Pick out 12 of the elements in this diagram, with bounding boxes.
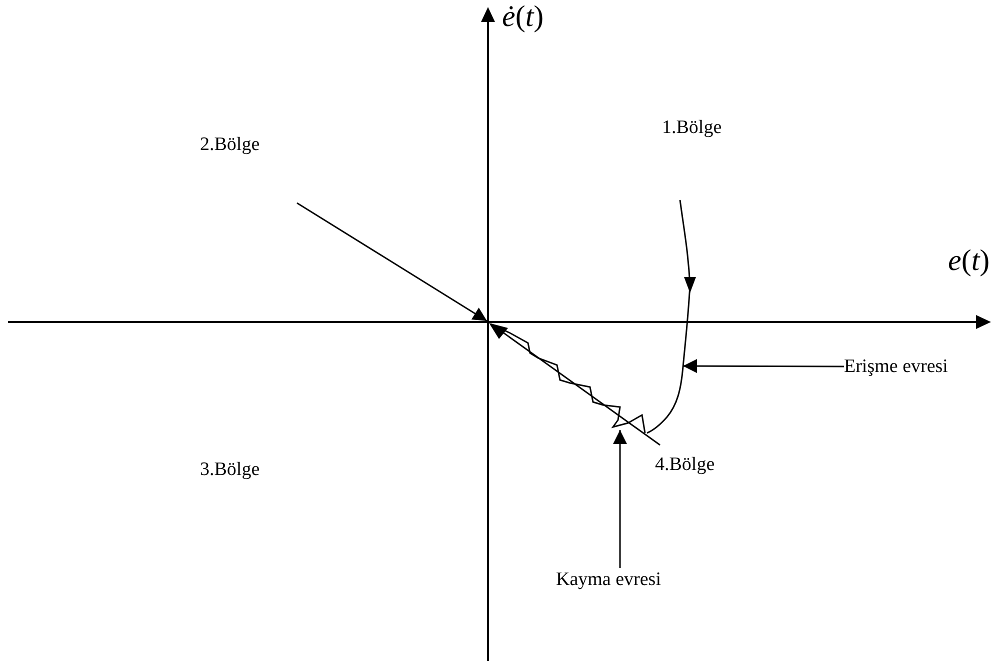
sliding-trajectory-curve — [489, 323, 646, 434]
phase-label: Erişme evresi — [844, 355, 994, 378]
phase-label: Kayma evresi — [556, 568, 716, 591]
region-label: 1.Bölge — [662, 118, 722, 137]
region-label: 3.Bölge — [200, 460, 260, 479]
region-label: 4.Bölge — [655, 455, 715, 474]
reaching-trajectory-curve — [646, 200, 696, 434]
axis-label: ė(t) — [502, 2, 544, 32]
axis-label: e(t) — [948, 246, 990, 276]
leader-line — [613, 430, 627, 568]
region-label: 2.Bölge — [200, 135, 260, 154]
leader-line — [683, 359, 844, 374]
